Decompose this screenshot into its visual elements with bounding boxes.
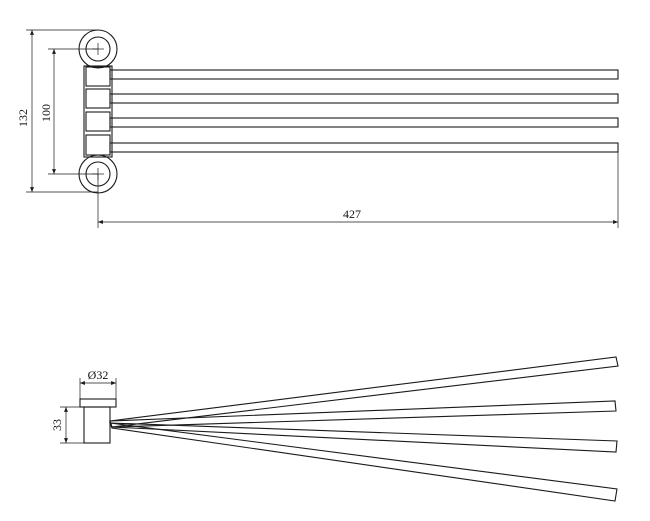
dim-length-label: 427 [343,207,361,221]
top-view: 132 100 427 [16,29,619,228]
bar-2 [109,93,619,104]
side-view: Ø32 33 [50,356,619,502]
fan-bar-1 [109,356,619,428]
fanned-bars [109,356,619,502]
fan-bar-4 [109,422,618,502]
dim-inner-height-label: 100 [39,104,53,122]
dim-depth: 33 [50,406,84,444]
bar-1 [109,69,619,80]
dim-inner-height: 100 [39,48,98,175]
mounting-bracket [78,29,118,194]
dim-depth-label: 33 [50,419,64,431]
bar-4 [109,142,619,153]
towel-bars [109,69,619,153]
dim-diameter: Ø32 [79,368,117,399]
fan-bar-2 [109,400,617,428]
dim-outer-height: 132 [16,29,98,193]
dim-length: 427 [97,152,619,228]
fan-bar-3 [109,422,618,453]
dim-outer-height-label: 132 [16,109,30,127]
bar-3 [109,117,619,128]
side-mount [79,398,117,444]
dim-diameter-label: Ø32 [88,368,109,382]
